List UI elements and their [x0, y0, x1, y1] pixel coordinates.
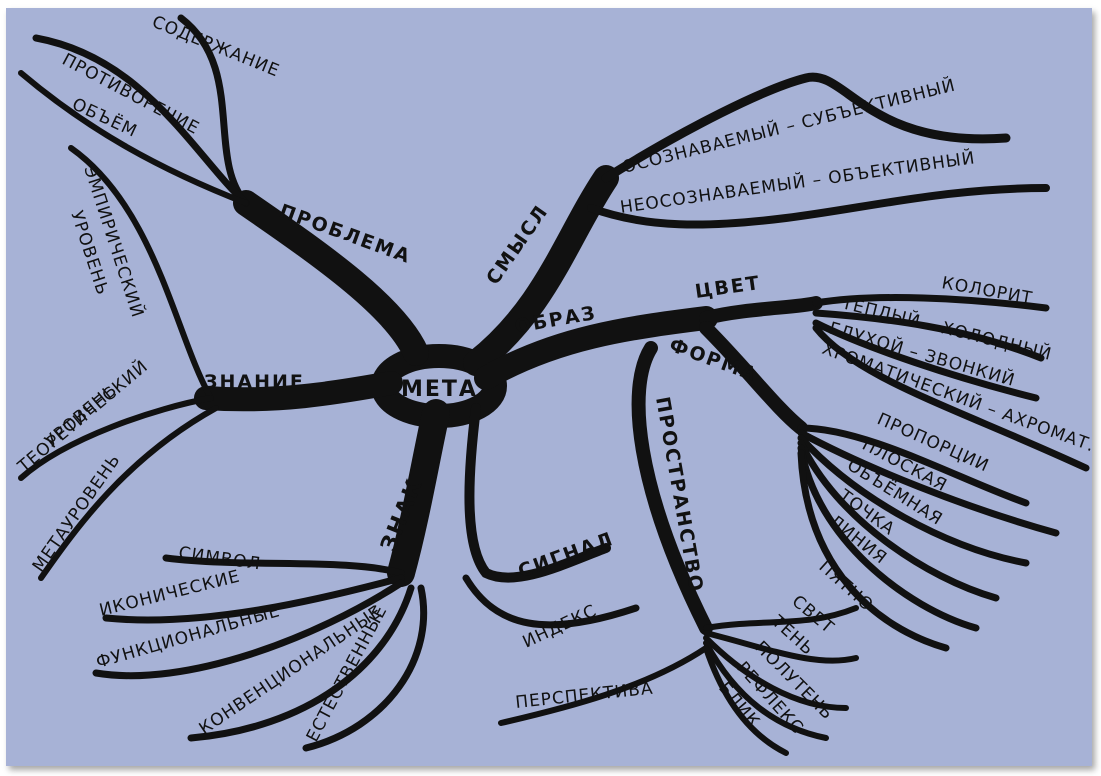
label-simvol: СИМВОЛ — [177, 543, 262, 574]
branch-indeks — [466, 578, 636, 625]
label-perspektiva: ПЕРСПЕКТИВА — [514, 679, 654, 713]
label-signal: СИГНАЛ — [515, 528, 617, 583]
center-label: МЕТА — [401, 377, 478, 402]
label-znanie: ЗНАНИЕ — [204, 371, 305, 393]
label-metauroven: МЕТАУРОВЕНЬ — [29, 450, 125, 576]
mind-map: МЕТА ПРОБЛЕМА СОДЕРЖАНИЕ ПРОТИВОРЕЧИЕ ОБ… — [6, 8, 1092, 766]
branch-cvet — [706, 303, 816, 318]
mind-map-canvas: МЕТА ПРОБЛЕМА СОДЕРЖАНИЕ ПРОТИВОРЕЧИЕ ОБ… — [6, 8, 1092, 766]
label-cvet: ЦВЕТ — [694, 272, 762, 303]
